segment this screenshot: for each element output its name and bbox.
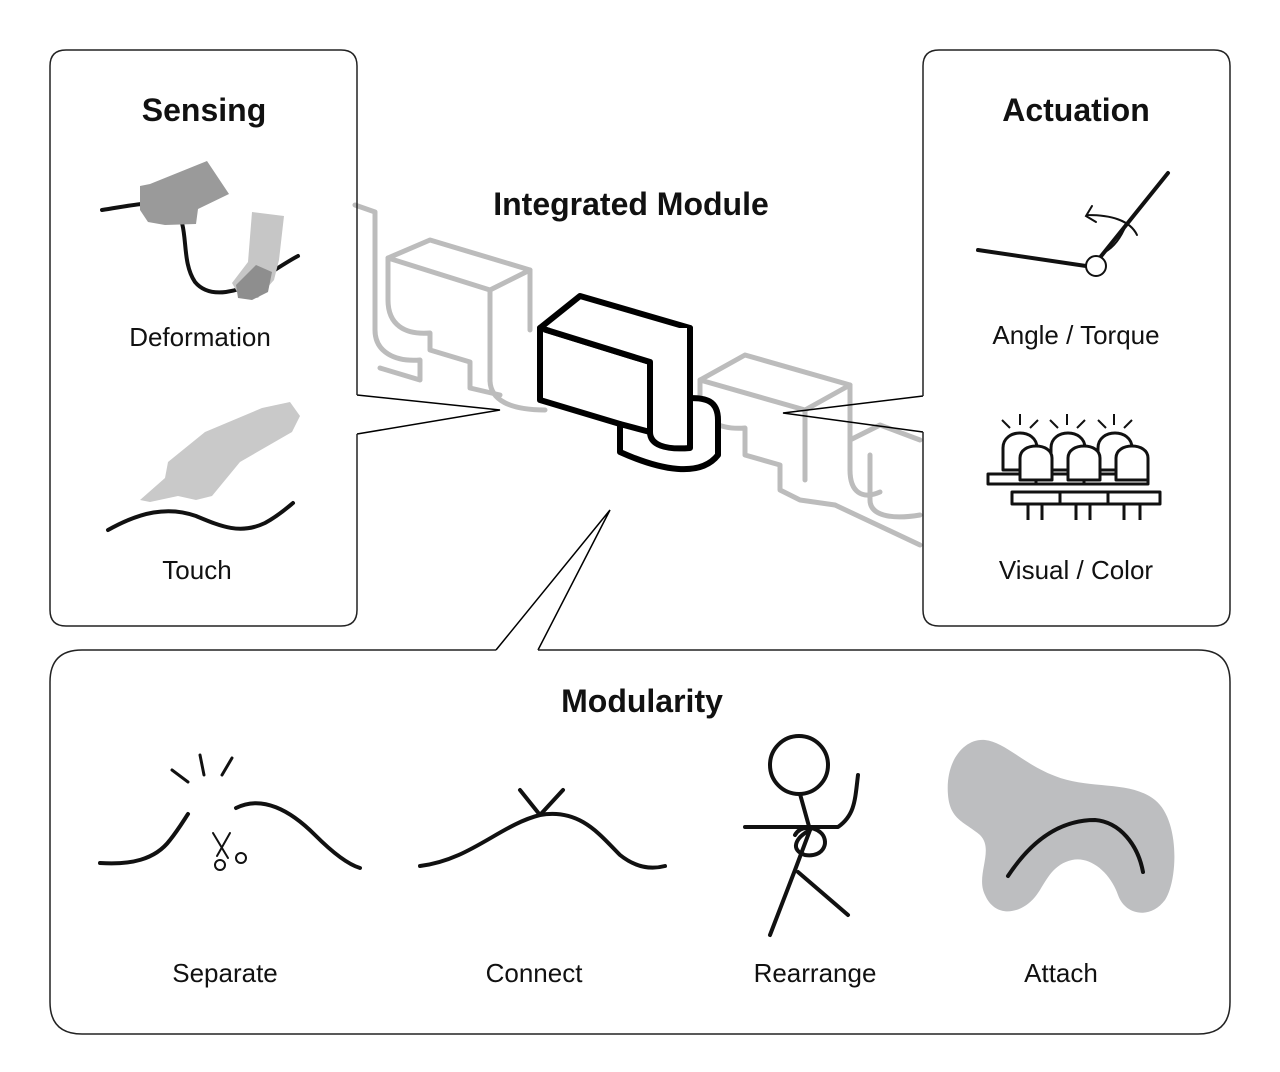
touch-label: Touch [162,555,232,585]
rearrange-label: Rearrange [753,958,877,988]
wire-on-shape-icon [947,739,1175,913]
scissors-cut-wire-icon [98,753,362,871]
panels [49,49,1231,1035]
rotating-joint-icon [976,171,1170,277]
visual-color-label: Visual / Color [998,555,1154,585]
separate-label: Separate [172,958,278,988]
deformation-label: Deformation [129,322,271,352]
led-array-icon [986,414,1162,520]
callout-lines [356,394,924,651]
hands-bending-wire-icon [100,161,300,300]
stick-figure-wire-icon [743,734,860,937]
modularity-panel [49,649,1231,1035]
joined-wire-icon [418,788,667,870]
actuation-panel [922,49,1231,627]
connect-label: Connect [485,958,583,988]
finger-touch-wire-icon [106,402,300,532]
sensing-panel [49,49,358,627]
attach-label: Attach [1024,958,1098,988]
modularity-title: Modularity [561,683,723,719]
ghost-module-chain [352,202,923,548]
sensing-title: Sensing [141,92,267,128]
integrated-module-icon [537,293,721,473]
actuation-title: Actuation [1002,92,1150,128]
angle-torque-label: Angle / Torque [992,320,1160,350]
integrated-module-title: Integrated Module [493,186,769,222]
